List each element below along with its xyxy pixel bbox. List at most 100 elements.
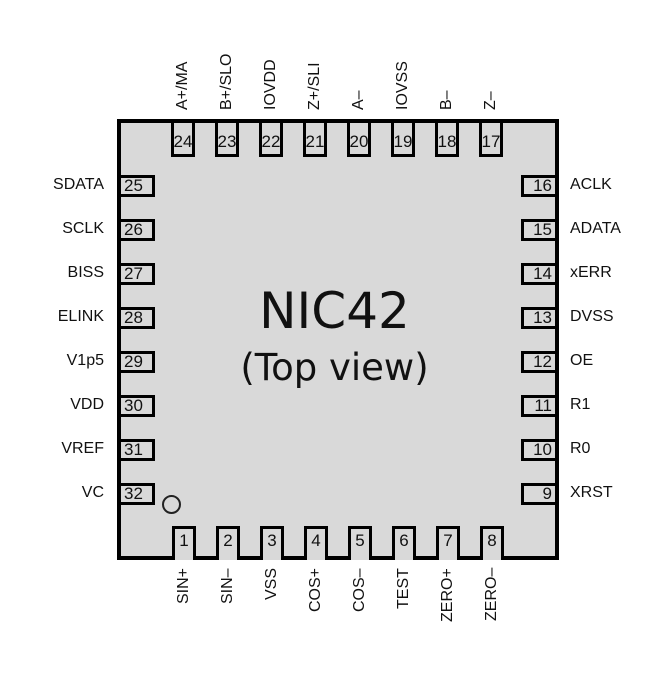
pin-32: 32 [121, 483, 155, 505]
pin-number: 18 [437, 132, 457, 151]
pin-label: VDD [70, 396, 104, 413]
pin-number: 20 [349, 132, 369, 151]
pin-label: SCLK [62, 220, 104, 237]
pin-number: 16 [533, 176, 552, 195]
pin-number: 29 [124, 352, 143, 371]
pin-label: OE [570, 352, 594, 369]
pin-label: COS– [351, 568, 368, 612]
pin-2: 2 [216, 526, 240, 560]
chip-body [117, 119, 559, 560]
pin-3: 3 [260, 526, 284, 560]
pin-label: ZERO+ [439, 568, 456, 622]
pin-label: ZERO– [483, 567, 500, 621]
pin-28: 28 [121, 307, 155, 329]
pin-label: DVSS [570, 308, 614, 325]
pin-label: SIN– [219, 568, 236, 604]
pin-label: A– [350, 90, 367, 110]
pin-17: 17 [479, 123, 503, 157]
pin-6: 6 [392, 526, 416, 560]
pin-number: 9 [542, 484, 552, 503]
pin-number: 31 [124, 440, 143, 459]
pin-label: B+/SLO [218, 53, 235, 110]
pin-number: 17 [481, 132, 501, 151]
pin-15: 15 [521, 219, 555, 241]
pin-label: ELINK [57, 308, 104, 325]
pin-label: xERR [570, 264, 612, 281]
pin-number: 22 [261, 132, 281, 151]
pin-23: 23 [215, 123, 239, 157]
pin-label: SDATA [53, 176, 104, 193]
pin-label: R1 [570, 396, 591, 413]
pin-10: 10 [521, 439, 555, 461]
pin-number: 21 [305, 132, 325, 151]
pin-label: ADATA [570, 220, 621, 237]
pin-label: COS+ [307, 567, 324, 612]
pin-14: 14 [521, 263, 555, 285]
pin-4: 4 [304, 526, 328, 560]
pin-number: 25 [124, 176, 143, 195]
pin-label: ACLK [570, 176, 612, 193]
pin-16: 16 [521, 175, 555, 197]
pin-number: 32 [124, 484, 143, 503]
pin-number: 10 [533, 440, 552, 459]
pin-label: Z+/SLI [306, 62, 323, 110]
pin-label: BISS [67, 264, 104, 281]
pin-number: 3 [267, 531, 277, 550]
pin-12: 12 [521, 351, 555, 373]
chip-view-label: (Top view) [240, 346, 429, 389]
pin-20: 20 [347, 123, 371, 157]
pin-26: 26 [121, 219, 155, 241]
pin-number: 13 [533, 308, 552, 327]
pin-8: 8 [480, 526, 504, 560]
pin-number: 19 [393, 132, 413, 151]
pin-25: 25 [121, 175, 155, 197]
pin-number: 11 [534, 396, 552, 415]
pin-number: 27 [124, 264, 143, 283]
pin-1: 1 [172, 526, 196, 560]
pin-number: 14 [533, 264, 552, 283]
pin-label: SIN+ [175, 567, 192, 604]
pin-label: VSS [263, 567, 280, 600]
pin-label: A+/MA [174, 61, 191, 110]
pin-label: IOVDD [262, 59, 279, 110]
pin-number: 5 [355, 531, 365, 550]
pin-label: XRST [570, 484, 613, 501]
pin-label: VREF [61, 440, 104, 457]
pin-label: TEST [395, 568, 412, 609]
pin-label: V1p5 [66, 352, 104, 369]
pin-27: 27 [121, 263, 155, 285]
pin-number: 30 [124, 396, 143, 415]
pin-label: B– [438, 90, 455, 110]
pin-label: VC [81, 484, 104, 501]
pin-number: 28 [124, 308, 143, 327]
pin-7: 7 [436, 526, 460, 560]
pin-31: 31 [121, 439, 155, 461]
pin1-marker-icon [162, 495, 181, 514]
pin-5: 5 [348, 526, 372, 560]
pin-number: 26 [124, 220, 143, 239]
pin-number: 1 [179, 531, 189, 550]
pin-9: 9 [521, 483, 555, 505]
pin-number: 4 [311, 531, 321, 550]
pin-22: 22 [259, 123, 283, 157]
pin-label: R0 [570, 440, 591, 457]
pin-number: 15 [533, 220, 552, 239]
pin-number: 8 [487, 531, 497, 550]
pin-label: IOVSS [394, 61, 411, 110]
pin-21: 21 [303, 123, 327, 157]
pin-number: 6 [399, 531, 409, 550]
pin-number: 24 [173, 132, 193, 151]
pin-19: 19 [391, 123, 415, 157]
pin-number: 12 [533, 352, 552, 371]
pin-label: Z– [482, 91, 499, 110]
pin-13: 13 [521, 307, 555, 329]
pin-29: 29 [121, 351, 155, 373]
pin-number: 2 [223, 531, 233, 550]
pin-number: 7 [443, 531, 453, 550]
pin-24: 24 [171, 123, 195, 157]
pin-30: 30 [121, 395, 155, 417]
pin-18: 18 [435, 123, 459, 157]
pin-number: 23 [217, 132, 237, 151]
chip-name: NIC42 [259, 282, 410, 340]
pin-11: 11 [521, 395, 555, 417]
